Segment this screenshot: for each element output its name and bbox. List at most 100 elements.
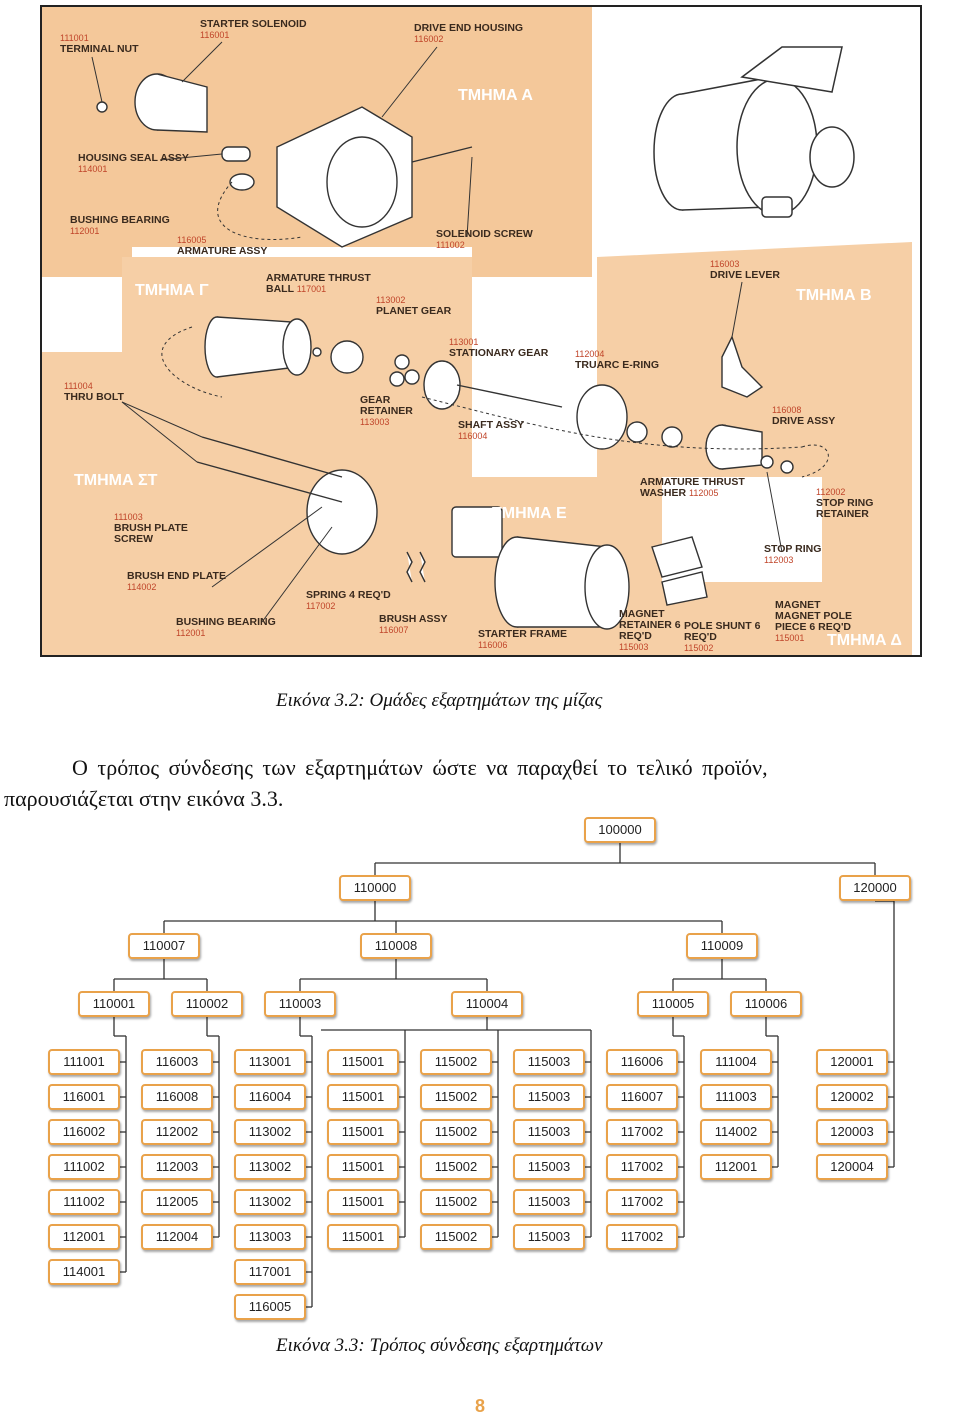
tree-node-leaf: 115003: [513, 1189, 585, 1215]
section-d-title: ΤΜΗΜΑ Δ: [827, 632, 902, 649]
tree-node-leaf: 115002: [420, 1224, 492, 1250]
section-b-region: [597, 242, 912, 582]
tree-node-leaf: 120004: [816, 1154, 888, 1180]
tree-node-leaf: 115002: [420, 1119, 492, 1145]
tree-node-leaf: 115003: [513, 1084, 585, 1110]
tree-node-level2: 110007: [128, 933, 200, 959]
tree-node-leaf: 114002: [700, 1119, 772, 1145]
tree-node-leaf: 113002: [234, 1189, 306, 1215]
tree-node-leaf: 115002: [420, 1049, 492, 1075]
leader-lines: [91, 41, 783, 623]
tree-node-leaf: 116002: [48, 1119, 120, 1145]
tree-node-leaf: 115002: [420, 1189, 492, 1215]
diagram-background: [42, 7, 912, 655]
tree-node-leaf: 115001: [327, 1154, 399, 1180]
tree-node-leaf: 115002: [420, 1154, 492, 1180]
tree-node-leaf: 116003: [141, 1049, 213, 1075]
tree-node-leaf: 116005: [234, 1294, 306, 1320]
tree-node-leaf: 117002: [606, 1189, 678, 1215]
tree-node-leaf: 120003: [816, 1119, 888, 1145]
tree-node-level2: 110008: [360, 933, 432, 959]
tree-node-leaf: 112002: [141, 1119, 213, 1145]
tree-node-leaf: 111001: [48, 1049, 120, 1075]
section-b-title: ΤΜΗΜΑ Β: [796, 287, 872, 304]
tree-node-leaf: 111003: [700, 1084, 772, 1110]
assembly-dashlines: [161, 181, 829, 478]
tree-node-leaf: 115002: [420, 1084, 492, 1110]
tree-node-leaf: 115003: [513, 1154, 585, 1180]
tree-node-leaf: 115001: [327, 1084, 399, 1110]
tree-node-level3: 110005: [637, 991, 709, 1017]
tree-node-leaf: 111004: [700, 1049, 772, 1075]
page-number: 8: [474, 1396, 485, 1416]
tree-node-leaf: 112001: [700, 1154, 772, 1180]
section-g-title: ΤΜΗΜΑ Γ: [135, 282, 209, 299]
tree-node-leaf: 116004: [234, 1084, 306, 1110]
paragraph-line-2: παρουσιάζεται στην εικόνα 3.3.: [4, 786, 284, 811]
label-armature-thrust-ball: ARMATURE THRUST BALL 117001: [266, 272, 371, 295]
tree-node-leaf: 115001: [327, 1224, 399, 1250]
tree-node-level3: 110006: [730, 991, 802, 1017]
tree-node-leaf: 117001: [234, 1259, 306, 1285]
tree-node-level3: 110004: [451, 991, 523, 1017]
tree-node-leaf: 112001: [48, 1224, 120, 1250]
tree-node-leaf: 116007: [606, 1084, 678, 1110]
tree-node-leaf: 113003: [234, 1224, 306, 1250]
section-e-title: ΤΜΗΜΑ Ε: [492, 505, 567, 522]
tree-node-leaf: 113002: [234, 1119, 306, 1145]
tree-node-leaf: 115001: [327, 1119, 399, 1145]
tree-node-leaf: 115001: [327, 1189, 399, 1215]
tree-node-level3: 110002: [171, 991, 243, 1017]
tree-node-level1: 120000: [839, 875, 911, 901]
tree-node-leaf: 120002: [816, 1084, 888, 1110]
tree-node-leaf: 117002: [606, 1154, 678, 1180]
tree-node-leaf: 112003: [141, 1154, 213, 1180]
tree-node-level1: 110000: [339, 875, 411, 901]
tree-node-leaf: 114001: [48, 1259, 120, 1285]
tree-node-leaf: 120001: [816, 1049, 888, 1075]
assembled-starter-drawing: [653, 46, 855, 218]
tree-node-level3: 110001: [78, 991, 150, 1017]
section-d-region: [642, 582, 912, 655]
section-st-title: ΤΜΗΜΑ ΣΤ: [74, 472, 158, 489]
starter-exploded-diagram: ΤΜΗΜΑ Α ΤΜΗΜΑ Β ΤΜΗΜΑ Γ ΤΜΗΜΑ Δ ΤΜΗΜΑ Ε …: [40, 5, 922, 657]
tree-node-leaf: 113002: [234, 1154, 306, 1180]
figure-3-3-caption: Εικόνα 3.3: Τρόπος σύνδεσης εξαρτημάτων: [276, 1335, 603, 1356]
tree-node-level3: 110003: [264, 991, 336, 1017]
tree-node-leaf: 116006: [606, 1049, 678, 1075]
tree-node-leaf: 116001: [48, 1084, 120, 1110]
tree-node-leaf: 112005: [141, 1189, 213, 1215]
tree-node-leaf: 117002: [606, 1224, 678, 1250]
tree-node-leaf: 117002: [606, 1119, 678, 1145]
tree-node-leaf: 112004: [141, 1224, 213, 1250]
exploded-parts-drawing: [96, 73, 794, 630]
section-a-title: ΤΜΗΜΑ Α: [458, 87, 533, 104]
label-magnet: MAGNET: [775, 599, 821, 611]
tree-node-leaf: 111002: [48, 1154, 120, 1180]
label-armature-thrust-washer: ARMATURE THRUST WASHER 112005: [640, 476, 745, 499]
label-magnet-pole-piece: MAGNET POLE PIECE 6 REQ'D 115001: [775, 610, 853, 644]
